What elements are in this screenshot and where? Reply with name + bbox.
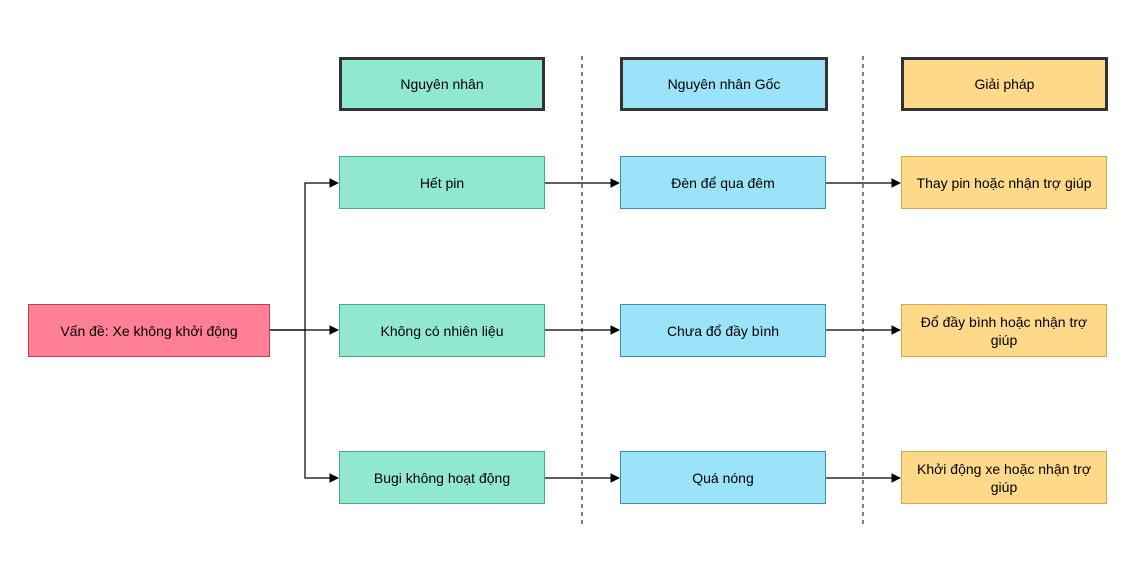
solution-box-2: Đổ đầy bình hoặc nhận trợ giúp: [901, 304, 1107, 357]
cause-box-3: Bugi không hoạt động: [339, 451, 545, 504]
cause-box-1: Hết pin: [339, 156, 545, 209]
header-root-cause: Nguyên nhân Gốc: [620, 57, 828, 111]
cause-box-2: Không có nhiên liệu: [339, 304, 545, 357]
solution-box-3: Khởi động xe hoặc nhận trợ giúp: [901, 451, 1107, 504]
connector-problem-to-cause-1: [270, 178, 339, 331]
root-cause-box-3: Quá nóng: [620, 451, 826, 504]
header-solution: Giải pháp: [901, 57, 1108, 111]
root-cause-box-2: Chưa đổ đầy bình: [620, 304, 826, 357]
problem-box: Vấn đề: Xe không khởi động: [28, 304, 270, 357]
root-cause-box-1: Đèn để qua đêm: [620, 156, 826, 209]
solution-box-1: Thay pin hoặc nhận trợ giúp: [901, 156, 1107, 209]
header-cause: Nguyên nhân: [339, 57, 545, 111]
connector-problem-to-cause-3: [304, 330, 339, 483]
